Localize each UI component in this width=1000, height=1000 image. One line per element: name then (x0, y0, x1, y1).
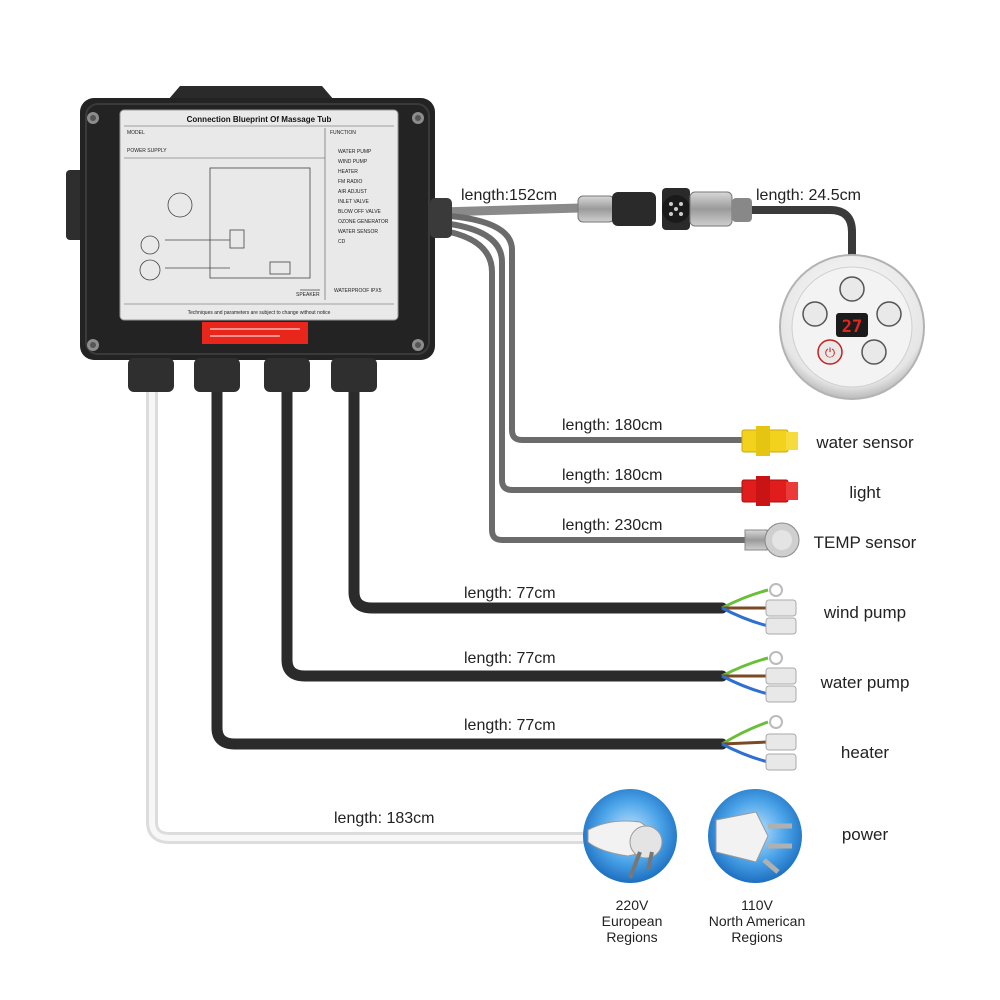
bubble-button[interactable] (802, 301, 828, 327)
cables (146, 203, 856, 844)
footer-note: Techniques and parameters are subject to… (188, 310, 331, 316)
light-label: light (849, 483, 880, 502)
function-item: WIND PUMP (338, 159, 368, 165)
temp-sensor-probe (744, 522, 800, 558)
us-region-line1: North American (709, 913, 805, 929)
heater-cable (211, 386, 728, 750)
function-item: BLOW OFF VALVE (338, 209, 382, 215)
water-pump-terminals (721, 651, 797, 703)
waterproof-label: WATERPROOF IPX5 (334, 288, 382, 294)
water-sensor-length: length: 180cm (562, 417, 663, 434)
cable-glands (128, 358, 377, 392)
heater-length: length: 77cm (464, 717, 556, 734)
display-value: 27 (842, 317, 862, 337)
light-length: length: 180cm (562, 467, 663, 484)
function-item: WATER PUMP (338, 149, 372, 155)
function-item: AIR ADJUST (338, 189, 367, 195)
control-box: Connection Blueprint Of Massage Tub MODE… (66, 86, 452, 392)
panel-connector (577, 188, 752, 230)
light-connector (741, 476, 798, 506)
light-cable (447, 221, 745, 493)
function-item: FM RADIO (338, 179, 363, 185)
water-pump-label: water pump (820, 673, 910, 692)
power-supply-label: POWER SUPPLY (127, 148, 167, 154)
eu-region-line2: Regions (606, 929, 657, 945)
function-item: HEATER (338, 169, 358, 175)
us-plug-icon (708, 789, 802, 883)
function-item: OZONE GENERATOR (338, 219, 389, 225)
eu-region-line1: European (602, 913, 663, 929)
wind-pump-terminals (721, 583, 797, 635)
schematic-drawing (139, 167, 320, 291)
plug-labels: 220V European Regions 110V North America… (602, 897, 806, 945)
eu-plug-icon (583, 789, 677, 883)
temperature-display (836, 313, 868, 337)
eu-voltage: 220V (616, 897, 649, 913)
function-list: WATER PUMP WIND PUMP HEATER FM RADIO AIR… (338, 149, 389, 245)
wind-pump-label: wind pump (823, 603, 906, 622)
temp-sensor-length: length: 230cm (562, 517, 663, 534)
us-region-line2: Regions (731, 929, 782, 945)
warning-sticker (202, 322, 308, 344)
heat-button[interactable] (876, 301, 902, 327)
temp-sensor-label: TEMP sensor (814, 533, 917, 552)
function-item: CD (338, 239, 346, 245)
water-sensor-cable (447, 213, 745, 443)
power-length: length: 183cm (334, 810, 435, 827)
function-item: INLET VALVE (338, 199, 370, 205)
light-button[interactable] (861, 339, 887, 365)
water-pump-length: length: 77cm (464, 650, 556, 667)
function-label: FUNCTION (330, 130, 356, 136)
device-labels: water sensor light TEMP sensor wind pump… (814, 433, 917, 844)
us-voltage: 110V (741, 897, 773, 913)
cable-length-labels: length:152cm length: 24.5cm length: 180c… (334, 187, 861, 827)
wind-pump-length: length: 77cm (464, 585, 556, 602)
temp-sensor-cable (447, 229, 748, 543)
water-pump-cable (281, 386, 728, 682)
speaker-label: SPEAKER (296, 292, 320, 298)
jet-button[interactable] (839, 276, 865, 302)
heater-label: heater (841, 743, 890, 762)
wind-pump-cable (348, 386, 728, 614)
power-label: power (842, 825, 889, 844)
function-item: WATER SENSOR (338, 229, 378, 235)
heater-terminals (721, 715, 797, 771)
blueprint-title: Connection Blueprint Of Massage Tub (187, 115, 332, 124)
power-icon: ⏻ (825, 346, 835, 361)
power-button[interactable] (817, 339, 843, 365)
panel-plug-length: length: 24.5cm (756, 187, 861, 204)
panel-plug-cable (748, 206, 856, 272)
panel-main-cable (435, 203, 585, 217)
water-sensor-label: water sensor (815, 433, 914, 452)
panel-main-length: length:152cm (461, 187, 557, 204)
model-label: MODEL (127, 130, 145, 136)
blueprint-label (119, 109, 399, 321)
water-sensor-connector (741, 426, 798, 456)
control-panel: ⏻ 27 (779, 254, 925, 400)
